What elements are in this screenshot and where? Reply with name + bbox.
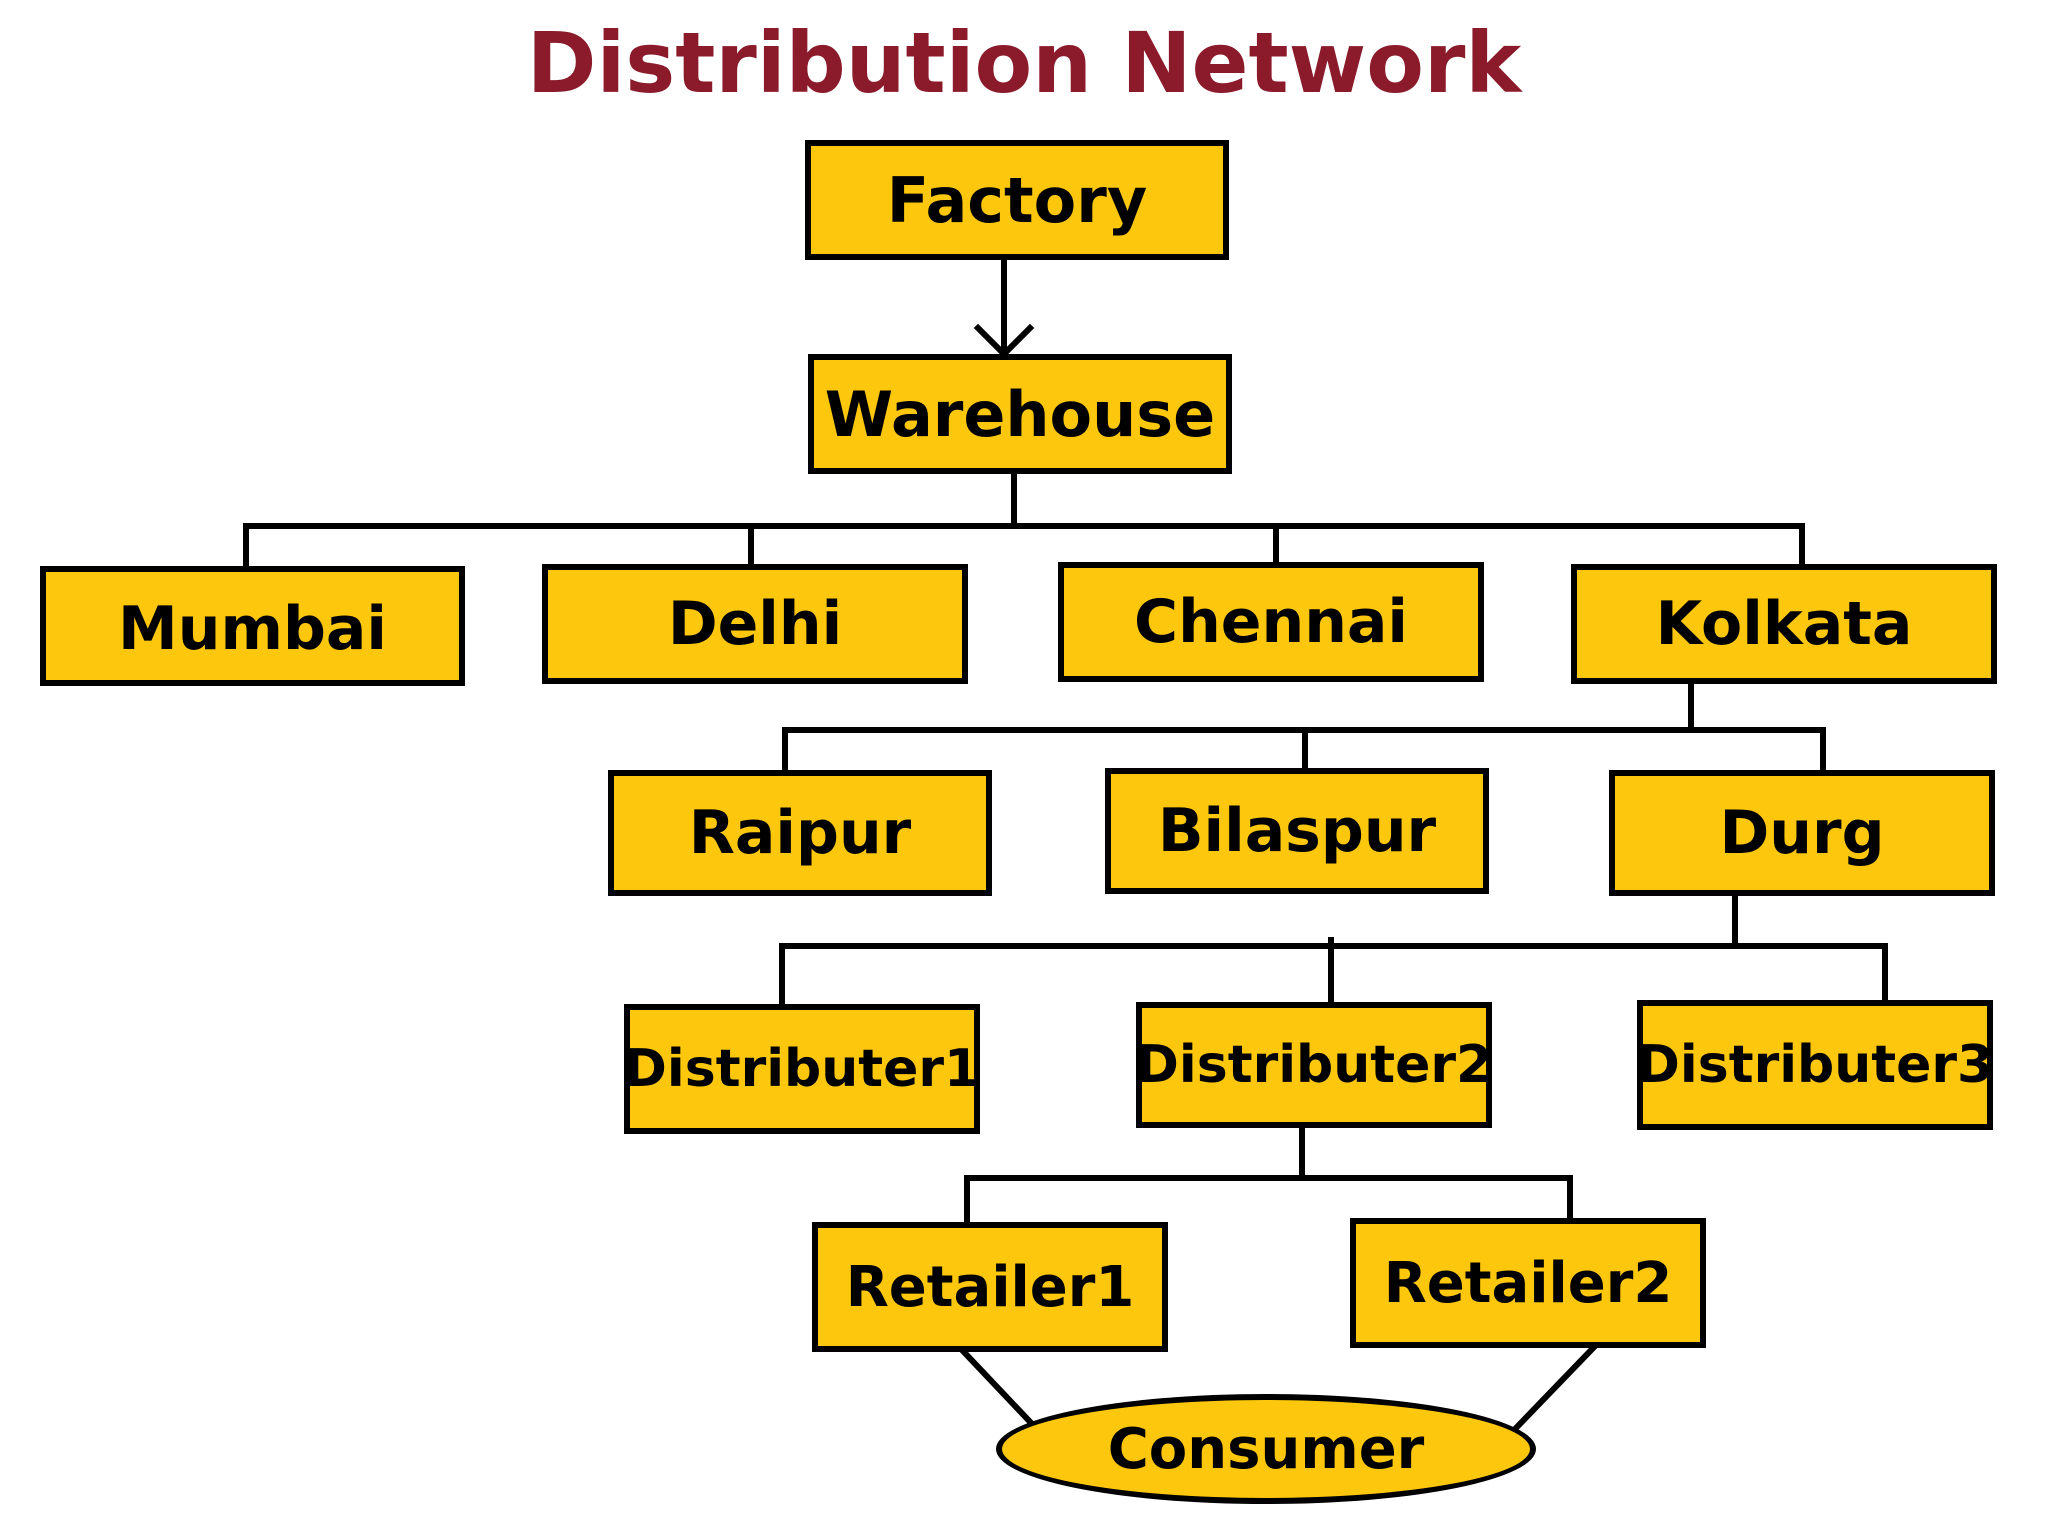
edge-retailer1-consumer bbox=[957, 1345, 1039, 1431]
node-retailer1: Retailer1 bbox=[812, 1222, 1168, 1352]
node-consumer: Consumer bbox=[996, 1394, 1536, 1504]
node-delhi: Delhi bbox=[542, 564, 968, 684]
node-chennai: Chennai bbox=[1058, 562, 1484, 682]
node-distributer1: Distributer1 bbox=[624, 1004, 980, 1134]
node-bilaspur: Bilaspur bbox=[1105, 768, 1489, 894]
node-durg: Durg bbox=[1609, 770, 1995, 896]
node-factory: Factory bbox=[805, 140, 1229, 260]
node-retailer2: Retailer2 bbox=[1350, 1218, 1706, 1348]
node-mumbai: Mumbai bbox=[40, 566, 465, 686]
node-raipur: Raipur bbox=[608, 770, 992, 896]
node-distributer2: Distributer2 bbox=[1136, 1002, 1492, 1128]
node-distributer3: Distributer3 bbox=[1637, 1000, 1993, 1130]
edge-retailer2-consumer bbox=[1511, 1340, 1601, 1433]
diagram-title: Distribution Network bbox=[526, 14, 1522, 112]
node-warehouse: Warehouse bbox=[808, 354, 1232, 474]
node-kolkata: Kolkata bbox=[1571, 564, 1997, 684]
